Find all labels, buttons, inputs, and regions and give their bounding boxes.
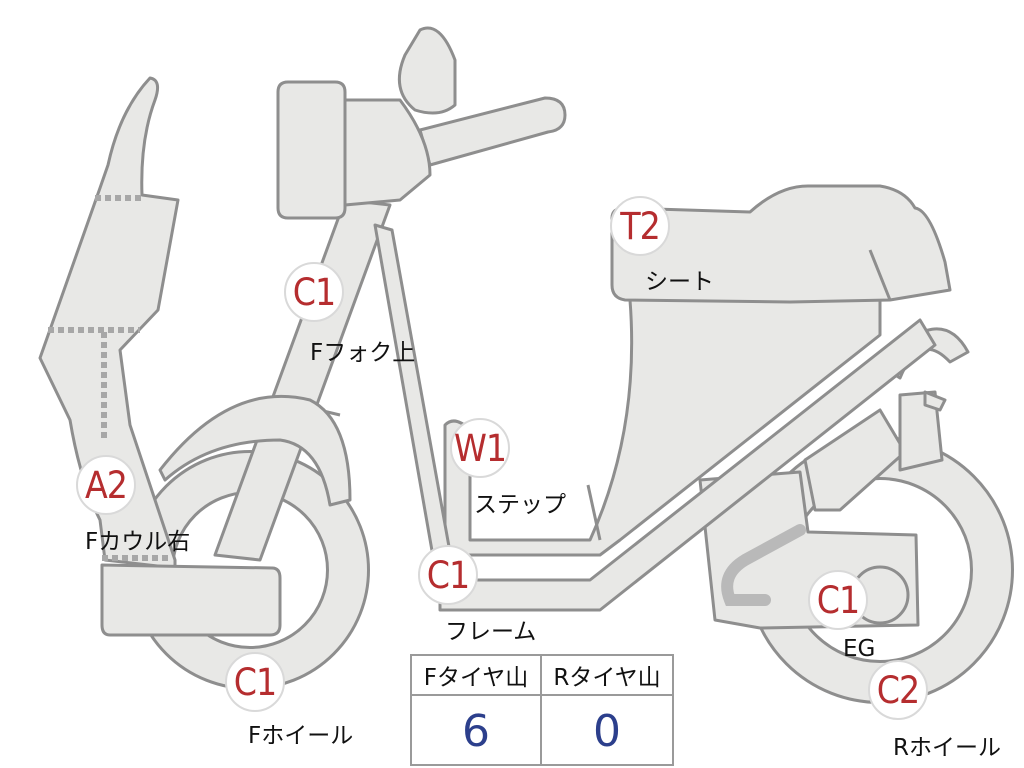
front-lower-cowl (100, 563, 282, 637)
front-tire-tread-value[interactable]: 6 (412, 696, 542, 766)
frame-label: フレーム (445, 619, 537, 645)
engine-label: EG (843, 636, 876, 662)
step-label: ステップ (474, 492, 566, 518)
front-fork-upper-marker[interactable]: C1 (284, 262, 344, 322)
front-fender (158, 394, 352, 507)
rear-wheel-label: Rホイール (893, 735, 1001, 761)
front-cowl-right-label: Fカウル右 (85, 529, 191, 555)
front-wheel-label: Fホイール (248, 723, 354, 749)
frame-marker[interactable]: C1 (418, 545, 478, 605)
seat-label: シート (645, 269, 714, 295)
handlebar-assembly (276, 26, 567, 220)
rear-tire-tread-value[interactable]: 0 (593, 705, 621, 757)
down-tube (373, 223, 457, 587)
rear-tire-tread-header: Rタイヤ山 (542, 656, 672, 696)
front-cowl-right-marker[interactable]: A2 (76, 455, 136, 515)
front-fork-upper-label: Fフォク上 (310, 340, 416, 366)
front-tire-tread-header: Fタイヤ山 (412, 656, 542, 696)
frame-tube (438, 318, 937, 612)
rear-wheel-marker[interactable]: C2 (868, 660, 928, 720)
seat-marker[interactable]: T2 (610, 196, 670, 256)
tire-tread-table: Fタイヤ山 Rタイヤ山 6 0 (410, 654, 674, 766)
front-wheel-marker[interactable]: C1 (225, 652, 285, 712)
step-marker[interactable]: W1 (450, 418, 510, 478)
engine-marker[interactable]: C1 (808, 570, 868, 630)
